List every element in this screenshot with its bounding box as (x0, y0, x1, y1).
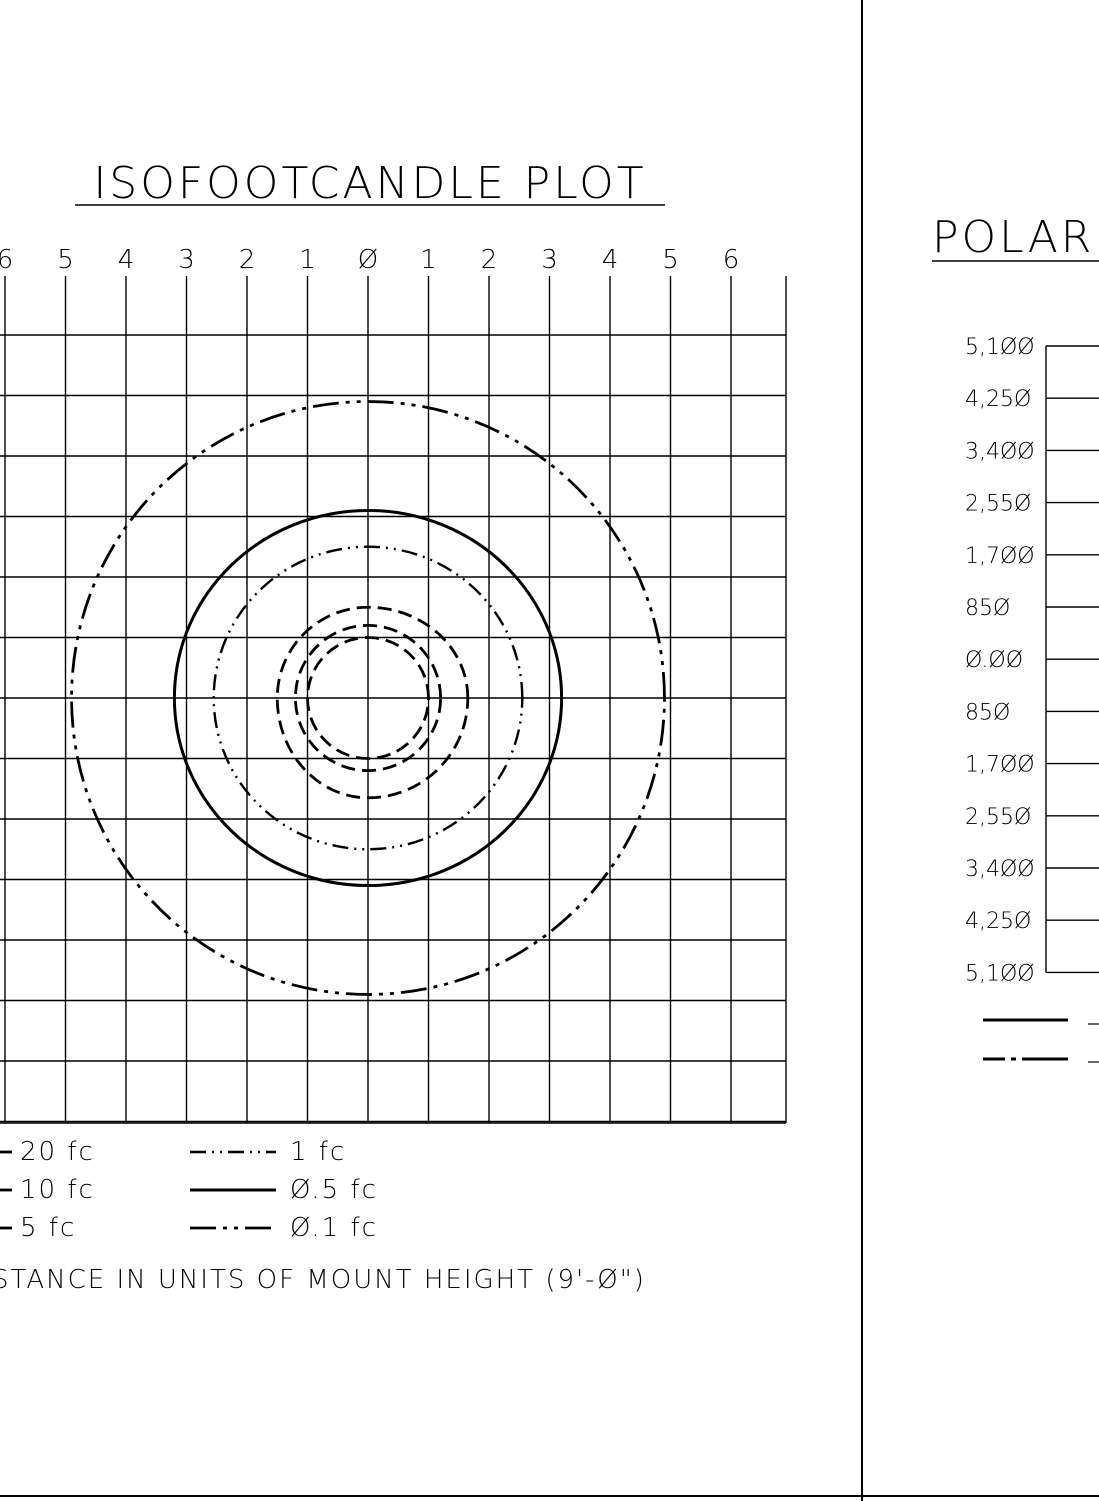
legend-label: Ø.1 fc (290, 1213, 378, 1243)
polar-scale-label: 4,25Ø (965, 387, 1031, 412)
contour-line (70, 400, 666, 996)
top-axis-label: 1 (420, 245, 437, 275)
legend-label: 5 fc (20, 1213, 76, 1243)
polar-scale-label: 85Ø (965, 700, 1010, 725)
top-axis-label: 4 (118, 245, 135, 275)
polar-scale-label: 2,55Ø (965, 805, 1031, 830)
iso-legend: 20 fc 10 fc 5 fc 1 fc Ø.5 fc Ø.1 fc (0, 1137, 378, 1243)
plot-grid (0, 276, 787, 1124)
legend-label: Ø.5 fc (290, 1175, 378, 1205)
top-axis-labels: 6 5 4 3 2 1 Ø 1 2 3 4 5 6 (0, 245, 739, 275)
contour-line (306, 636, 430, 760)
top-axis-label: 3 (541, 245, 558, 275)
top-axis-label: Ø (358, 245, 378, 275)
top-axis-label: 6 (723, 245, 740, 275)
polar-scale-label: 4,25Ø (965, 909, 1031, 934)
top-axis-label: 4 (602, 245, 619, 275)
polar-scale-label: 1,7ØØ (965, 753, 1035, 778)
iso-title: ISOFOOTCANDLE PLOT (93, 158, 646, 209)
contour-line (172, 508, 564, 888)
polar-scale: 5,1ØØ 4,25Ø 3,4ØØ 2,55Ø 1,7ØØ 85Ø Ø.ØØ 85Ø 1,7ØØ… (965, 335, 1099, 986)
legend-label: 1 fc (290, 1137, 346, 1167)
legend-label: 10 fc (20, 1175, 95, 1205)
polar-scale-label: 5,1ØØ (965, 335, 1035, 360)
top-axis-label: 5 (57, 245, 74, 275)
polar-title: POLAR (932, 212, 1094, 263)
polar-scale-label: 3,4ØØ (965, 857, 1035, 882)
top-axis-label: 1 (299, 245, 316, 275)
isofootcandle-contours (70, 400, 666, 996)
legend-label: 20 fc (20, 1137, 95, 1167)
polar-scale-label: 85Ø (965, 596, 1010, 621)
polar-scale-label: 3,4ØØ (965, 439, 1035, 464)
top-axis-label: 5 (662, 245, 679, 275)
polar-scale-label: Ø.ØØ (965, 648, 1023, 673)
polar-scale-label: 1,7ØØ (965, 544, 1035, 569)
top-axis-label: 2 (481, 245, 498, 275)
top-axis-label: 2 (239, 245, 256, 275)
contour-line (212, 545, 524, 851)
polar-legend (983, 1018, 1099, 1063)
top-axis-label: 3 (178, 245, 195, 275)
contour-line (275, 605, 470, 800)
polar-scale-label: 2,55Ø (965, 492, 1031, 517)
top-axis-label: 6 (0, 245, 13, 275)
polar-scale-label: 5,1ØØ (965, 961, 1035, 986)
iso-footnote: STANCE IN UNITS OF MOUNT HEIGHT (9'-Ø") (0, 1265, 646, 1295)
